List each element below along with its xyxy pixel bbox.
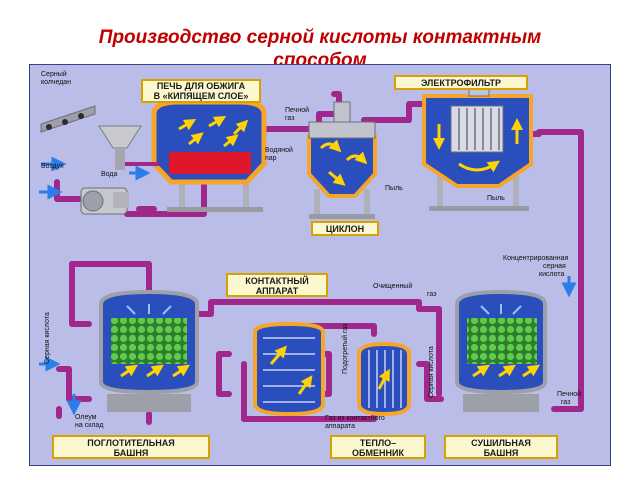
annot-steam-2: пар (265, 155, 277, 162)
annot-conc-acid-3: кислота (539, 271, 565, 278)
annot-pyrite-2: колчедан (41, 79, 71, 86)
annot-furnace-gas-in: Печной (557, 390, 581, 398)
annot-air: Воздух (41, 163, 64, 170)
drying-packing (467, 318, 537, 364)
drying-tower-unit (455, 289, 547, 412)
electrofilter-unit (422, 85, 533, 211)
annot-conc-acid-2: серная (543, 263, 566, 270)
label-cyclone: ЦИКЛОН (326, 224, 364, 234)
annot-acid-dry: Серная кислота (428, 346, 435, 398)
absorption-tower-unit (99, 289, 199, 412)
annot-dust-2: Пыль (487, 195, 505, 202)
annot-oleum-2: на склад (75, 422, 103, 429)
annot-cleaned-gas-2: газ (427, 291, 436, 298)
label-furnace-2: В «КИПЯЩЕМ СЛОЕ» (154, 91, 249, 101)
cyclone-unit (307, 101, 377, 219)
annot-furnace-gas-2: газ (285, 115, 294, 122)
conveyor (40, 105, 96, 133)
annot-gas-from-contact: Газ из контактного (325, 415, 385, 422)
annot-pyrite: Серный (41, 70, 67, 78)
label-absorb-2: БАШНЯ (114, 448, 149, 458)
annot-sulfuric-acid: Серная кислота (44, 312, 51, 364)
slide-title-line1: Производство серной кислоты контактным (98, 27, 542, 48)
label-dry-2: БАШНЯ (484, 448, 519, 458)
annot-steam: Водяной (265, 146, 293, 154)
label-contact-2: АППАРАТ (256, 286, 299, 296)
annotations: Серный колчедан Воздух Вода Печной газ В… (41, 70, 581, 430)
annot-gas-from-contact-2: аппарата (325, 423, 355, 430)
annot-conc-acid: Концентрированная (503, 255, 568, 262)
contact-apparatus-unit (253, 321, 325, 417)
process-diagram: ПЕЧЬ ДЛЯ ОБЖИГА В «КИПЯЩЕМ СЛОЕ» ЭЛЕКТРО… (29, 64, 611, 466)
annot-dust-1: Пыль (385, 185, 403, 192)
annot-oleum: Олеум (75, 414, 97, 421)
label-contact: КОНТАКТНЫЙ (245, 275, 308, 286)
label-heat: ТЕПЛО– (360, 438, 396, 448)
label-dry: СУШИЛЬНАЯ (471, 438, 531, 448)
label-electrofilter: ЭЛЕКТРОФИЛЬТР (421, 78, 501, 88)
label-heat-2: ОБМЕННИК (352, 448, 404, 458)
furnace-leg (179, 179, 185, 209)
equipment-labels: ПЕЧЬ ДЛЯ ОБЖИГА В «КИПЯЩЕМ СЛОЕ» ЭЛЕКТРО… (52, 75, 558, 459)
contact-apparatus-body (253, 321, 325, 417)
annot-water: Вода (101, 171, 117, 178)
label-absorb: ПОГЛОТИТЕЛЬНАЯ (87, 438, 174, 448)
annot-furnace-gas-in-2: газ (561, 399, 570, 406)
annot-heated-gas: Подогретый газ (341, 324, 349, 374)
label-furnace: ПЕЧЬ ДЛЯ ОБЖИГА (157, 81, 246, 91)
absorption-packing (111, 318, 187, 364)
annot-furnace-gas: Печной (285, 106, 309, 114)
pyrite-hopper (98, 125, 159, 170)
fluidized-bed (169, 152, 251, 174)
annot-cleaned-gas: Очищенный (373, 282, 412, 290)
heat-exchanger-unit (357, 341, 411, 417)
cyclone-body (307, 134, 377, 198)
air-blower (80, 187, 129, 215)
